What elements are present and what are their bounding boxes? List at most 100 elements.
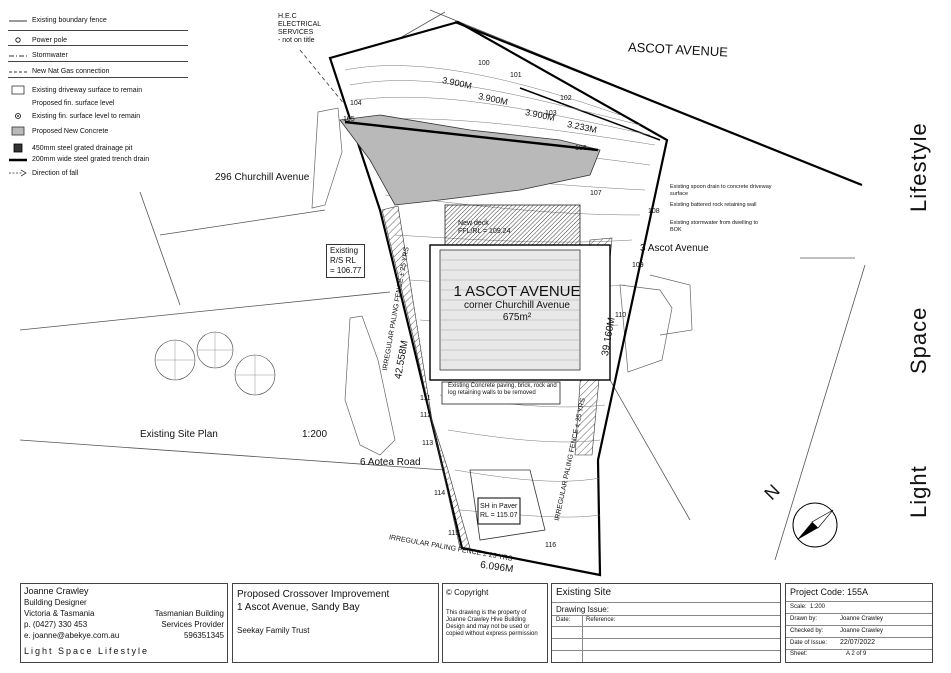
contour-label: 114 bbox=[434, 490, 446, 497]
blank-icon bbox=[8, 99, 28, 107]
stormwater-note: Existing stormwater from dwelling to BOK bbox=[670, 220, 759, 233]
lot-subtitle: corner Churchill Avenue bbox=[464, 300, 570, 311]
side-word-lifestyle: Lifestyle bbox=[906, 122, 931, 212]
designer-email: e. joanne@abekye.com.au bbox=[24, 631, 120, 640]
contour-label: 106 bbox=[575, 145, 587, 152]
legend-item-label: Direction of fall bbox=[32, 169, 79, 177]
grey-box-icon bbox=[8, 126, 28, 136]
new-deck-area bbox=[444, 204, 581, 246]
legend-divider bbox=[8, 30, 188, 31]
kerb-line bbox=[519, 87, 661, 141]
legend-item-label: Proposed New Concrete bbox=[32, 127, 109, 135]
sheet-block: Existing Site Drawing Issue: Date: Refer… bbox=[551, 583, 781, 663]
arrow-icon bbox=[8, 169, 28, 177]
legend-item-label: Existing fin. surface level to remain bbox=[32, 112, 141, 120]
power-pole-icon bbox=[8, 36, 28, 44]
legend-item: Stormwater bbox=[8, 52, 68, 59]
designer-block: Joanne Crawley Building Designer Victori… bbox=[20, 583, 228, 663]
copyright-text: This drawing is the property of Joanne C… bbox=[446, 610, 538, 637]
legend-divider bbox=[8, 77, 188, 78]
legend-item-label: 450mm steel grated drainage pit bbox=[32, 144, 133, 152]
tas-line2: Services Provider bbox=[161, 620, 224, 629]
project-code-block: Project Code: 155A Scale: 1:200 Drawn by… bbox=[785, 583, 933, 663]
plan-title: Existing Site Plan bbox=[140, 429, 218, 440]
contour-label: 104 bbox=[350, 100, 362, 107]
scale-label: Scale: bbox=[790, 604, 807, 610]
tas-line3: 596351345 bbox=[183, 631, 224, 640]
concrete-paving-box bbox=[441, 381, 561, 405]
contour-label: 113 bbox=[422, 440, 434, 447]
street-boundary-line bbox=[454, 20, 863, 187]
neighbour-3-ascot: 3 Ascot Avenue bbox=[640, 243, 709, 254]
drawn-value: Joanne Crawley bbox=[840, 616, 884, 622]
reference-column-label: Reference: bbox=[586, 617, 616, 623]
north-arrow bbox=[792, 502, 838, 548]
tagline: Light Space Lifestyle bbox=[24, 646, 150, 656]
designer-phone: p. (0427) 330 453 bbox=[24, 620, 88, 629]
project-code: Project Code: 155A bbox=[790, 587, 869, 597]
neighbour-6-aotea: 6 Aotea Road bbox=[360, 457, 421, 468]
left-hatch-strip bbox=[381, 205, 471, 549]
project-address: 1 Ascot Avenue, Sandy Bay bbox=[237, 602, 360, 613]
legend-item: Existing driveway surface to remain bbox=[8, 85, 142, 95]
legend-item: Proposed fin. surface level bbox=[8, 99, 115, 107]
designer-role: Building Designer bbox=[24, 598, 87, 607]
lower-paved-area bbox=[469, 469, 546, 541]
checked-value: Joanne Crawley bbox=[840, 628, 884, 634]
neighbour-outlines bbox=[311, 107, 693, 456]
tree-symbols bbox=[154, 331, 276, 396]
concrete-paving-note: Existing Concrete paving, brick, rock an… bbox=[448, 383, 557, 396]
checked-label: Checked by: bbox=[790, 628, 824, 634]
project-client: Seekay Family Trust bbox=[237, 626, 310, 635]
project-title: Proposed Crossover Improvement bbox=[237, 589, 390, 600]
side-word-light: Light bbox=[906, 465, 931, 518]
neighbour-296-churchill: 296 Churchill Avenue bbox=[215, 172, 310, 183]
dash-dot-line-icon bbox=[8, 53, 28, 59]
hec-service-line bbox=[299, 49, 346, 106]
legend-item-label: Existing boundary fence bbox=[32, 17, 107, 24]
legend-item: Power pole bbox=[8, 36, 67, 44]
contour-label: 115 bbox=[448, 530, 460, 537]
drawn-label: Drawn by: bbox=[790, 616, 818, 622]
contour-label: 110 bbox=[615, 312, 627, 319]
legend-divider bbox=[8, 45, 188, 46]
empty-box-icon bbox=[8, 85, 28, 95]
legend-item: Existing boundary fence bbox=[8, 17, 107, 24]
contour-label: 116 bbox=[545, 542, 557, 549]
lot-area: 675m² bbox=[502, 312, 532, 323]
legend-item: Direction of fall bbox=[8, 169, 78, 177]
contour-label: 112 bbox=[420, 412, 432, 419]
contour-label: 108 bbox=[648, 208, 660, 215]
contour-label: 109 bbox=[632, 262, 644, 269]
legend-item-label: Proposed fin. surface level bbox=[32, 99, 115, 107]
proposed-concrete-area bbox=[339, 114, 601, 206]
sheet-value: A 2 of 9 bbox=[846, 651, 867, 657]
legend-item-label: 200mm wide steel grated trench drain bbox=[32, 156, 150, 163]
lot-boundary bbox=[328, 20, 669, 577]
legend-item-label: Existing driveway surface to remain bbox=[32, 86, 143, 94]
contour-label: 105 bbox=[343, 116, 355, 123]
contour-label: 101 bbox=[510, 72, 522, 79]
designer-region: Victoria & Tasmania bbox=[24, 609, 95, 618]
spoon-drain-note: Existing spoon drain to concrete drivewa… bbox=[670, 184, 772, 197]
dashed-line-icon bbox=[8, 69, 28, 75]
sheet-label: Sheet: bbox=[790, 651, 808, 657]
battered-rock-note: Existing battered rock retaining wall bbox=[670, 202, 757, 208]
side-word-space: Space bbox=[906, 306, 931, 374]
legend-item: 200mm wide steel grated trench drain bbox=[8, 156, 149, 163]
legend-item: 450mm steel grated drainage pit bbox=[8, 143, 132, 153]
date-issue-label: Date of Issue: bbox=[790, 640, 828, 646]
circle-dot-icon bbox=[8, 112, 28, 120]
roof-texture bbox=[440, 259, 580, 361]
copyright-block: © Copyright This drawing is the property… bbox=[442, 583, 548, 663]
hatched-square-icon bbox=[8, 143, 28, 153]
tas-line1: Tasmanian Building bbox=[154, 609, 224, 618]
trench-drain bbox=[344, 120, 599, 152]
contour-label: 107 bbox=[590, 190, 602, 197]
contour-label: 111 bbox=[420, 395, 431, 402]
plan-scale: 1:200 bbox=[302, 429, 328, 440]
legend-item-label: Stormwater bbox=[32, 52, 68, 59]
